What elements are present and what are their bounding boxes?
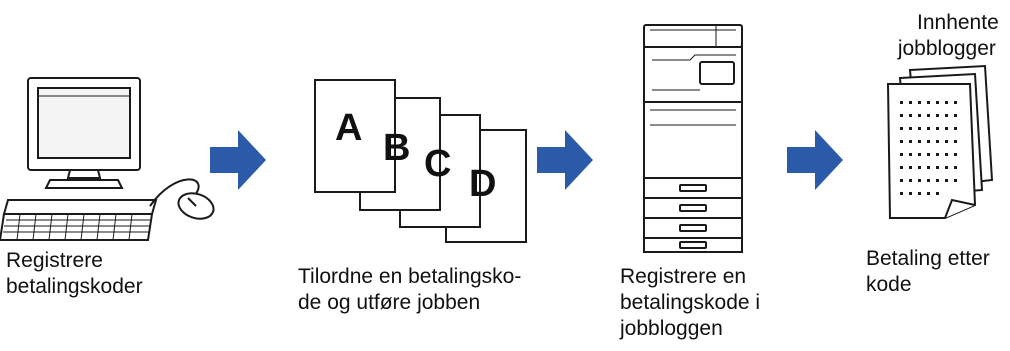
step-2-label: Tilordne en betalingsko- de og utføre jo… [298, 264, 521, 316]
log-dot [945, 114, 948, 117]
log-dot [954, 127, 957, 130]
log-dot [936, 166, 939, 169]
step-4-label-line-1: Betaling etter [866, 247, 990, 270]
log-dot [945, 127, 948, 130]
step-1-label-line-1: Registrere [6, 249, 103, 272]
document-letter-b: B [383, 127, 410, 169]
arrow-1 [210, 130, 266, 190]
log-dot [945, 166, 948, 169]
step-3-label-line-1: Registrere en [620, 265, 747, 288]
log-dot [927, 114, 930, 117]
log-dot [954, 166, 957, 169]
log-dot [927, 192, 930, 195]
log-dot [936, 114, 939, 117]
step-3-label-line-2: betalingskode i [620, 291, 761, 314]
log-dot [918, 140, 921, 143]
log-dot [900, 166, 903, 169]
log-dot [954, 179, 957, 182]
log-dot [900, 153, 903, 156]
log-dot [927, 127, 930, 130]
step-3-label-line-3: jobbloggen [620, 317, 723, 340]
log-dot [936, 179, 939, 182]
log-dot [945, 153, 948, 156]
log-dot [936, 153, 939, 156]
job-log-dots [900, 101, 957, 195]
log-dot [900, 192, 903, 195]
document-letter-c: C [424, 143, 451, 185]
log-dot [909, 127, 912, 130]
step-4-label: Betaling etter kode [866, 246, 990, 298]
log-dot [918, 114, 921, 117]
log-dot [909, 114, 912, 117]
copier-icon [643, 24, 743, 253]
log-dot [918, 179, 921, 182]
log-dot [936, 192, 939, 195]
log-dot [909, 101, 912, 104]
log-dot [927, 153, 930, 156]
step-2-label-line-2: de og utføre jobben [298, 291, 481, 314]
log-dot [909, 153, 912, 156]
arrow-2 [537, 130, 593, 190]
log-dot [945, 101, 948, 104]
step-3-label: Registrere en betalingskode i jobbloggen [620, 264, 760, 342]
log-dot [945, 179, 948, 182]
log-dot [936, 140, 939, 143]
document-letter-d: D [469, 163, 496, 205]
step-1-label-line-2: betalingskoder [6, 275, 143, 298]
log-dot [945, 140, 948, 143]
retrieve-logs-label: Innhente jobblogger [895, 10, 999, 62]
log-dot [954, 140, 957, 143]
log-dot [936, 127, 939, 130]
step-2-label-line-1: Tilordne en betalingsko- [298, 265, 522, 288]
log-dot [954, 114, 957, 117]
retrieve-logs-line-1: Innhente [917, 11, 999, 34]
log-dot [900, 114, 903, 117]
log-dot [909, 166, 912, 169]
log-dot [900, 140, 903, 143]
log-dot [927, 140, 930, 143]
step-4-label-line-2: kode [866, 273, 912, 296]
log-dot [936, 101, 939, 104]
documents-icon [314, 79, 527, 243]
log-dot [900, 101, 903, 104]
log-dot [918, 153, 921, 156]
step-1-label: Registrere betalingskoder [6, 248, 143, 300]
log-dot [909, 140, 912, 143]
log-dot [918, 127, 921, 130]
log-dot [927, 166, 930, 169]
log-dot [900, 179, 903, 182]
log-dot [909, 179, 912, 182]
log-dot [918, 101, 921, 104]
log-dot [909, 192, 912, 195]
computer-icon [0, 77, 215, 241]
arrow-3 [787, 130, 843, 190]
retrieve-logs-line-2: jobblogger [897, 37, 996, 60]
log-dot [900, 127, 903, 130]
log-dot [927, 101, 930, 104]
log-dot [918, 192, 921, 195]
document-letter-a: A [335, 107, 362, 149]
log-dot [954, 153, 957, 156]
log-dot [918, 166, 921, 169]
log-dot [954, 101, 957, 104]
job-log-icon [886, 64, 994, 219]
log-dot [927, 179, 930, 182]
